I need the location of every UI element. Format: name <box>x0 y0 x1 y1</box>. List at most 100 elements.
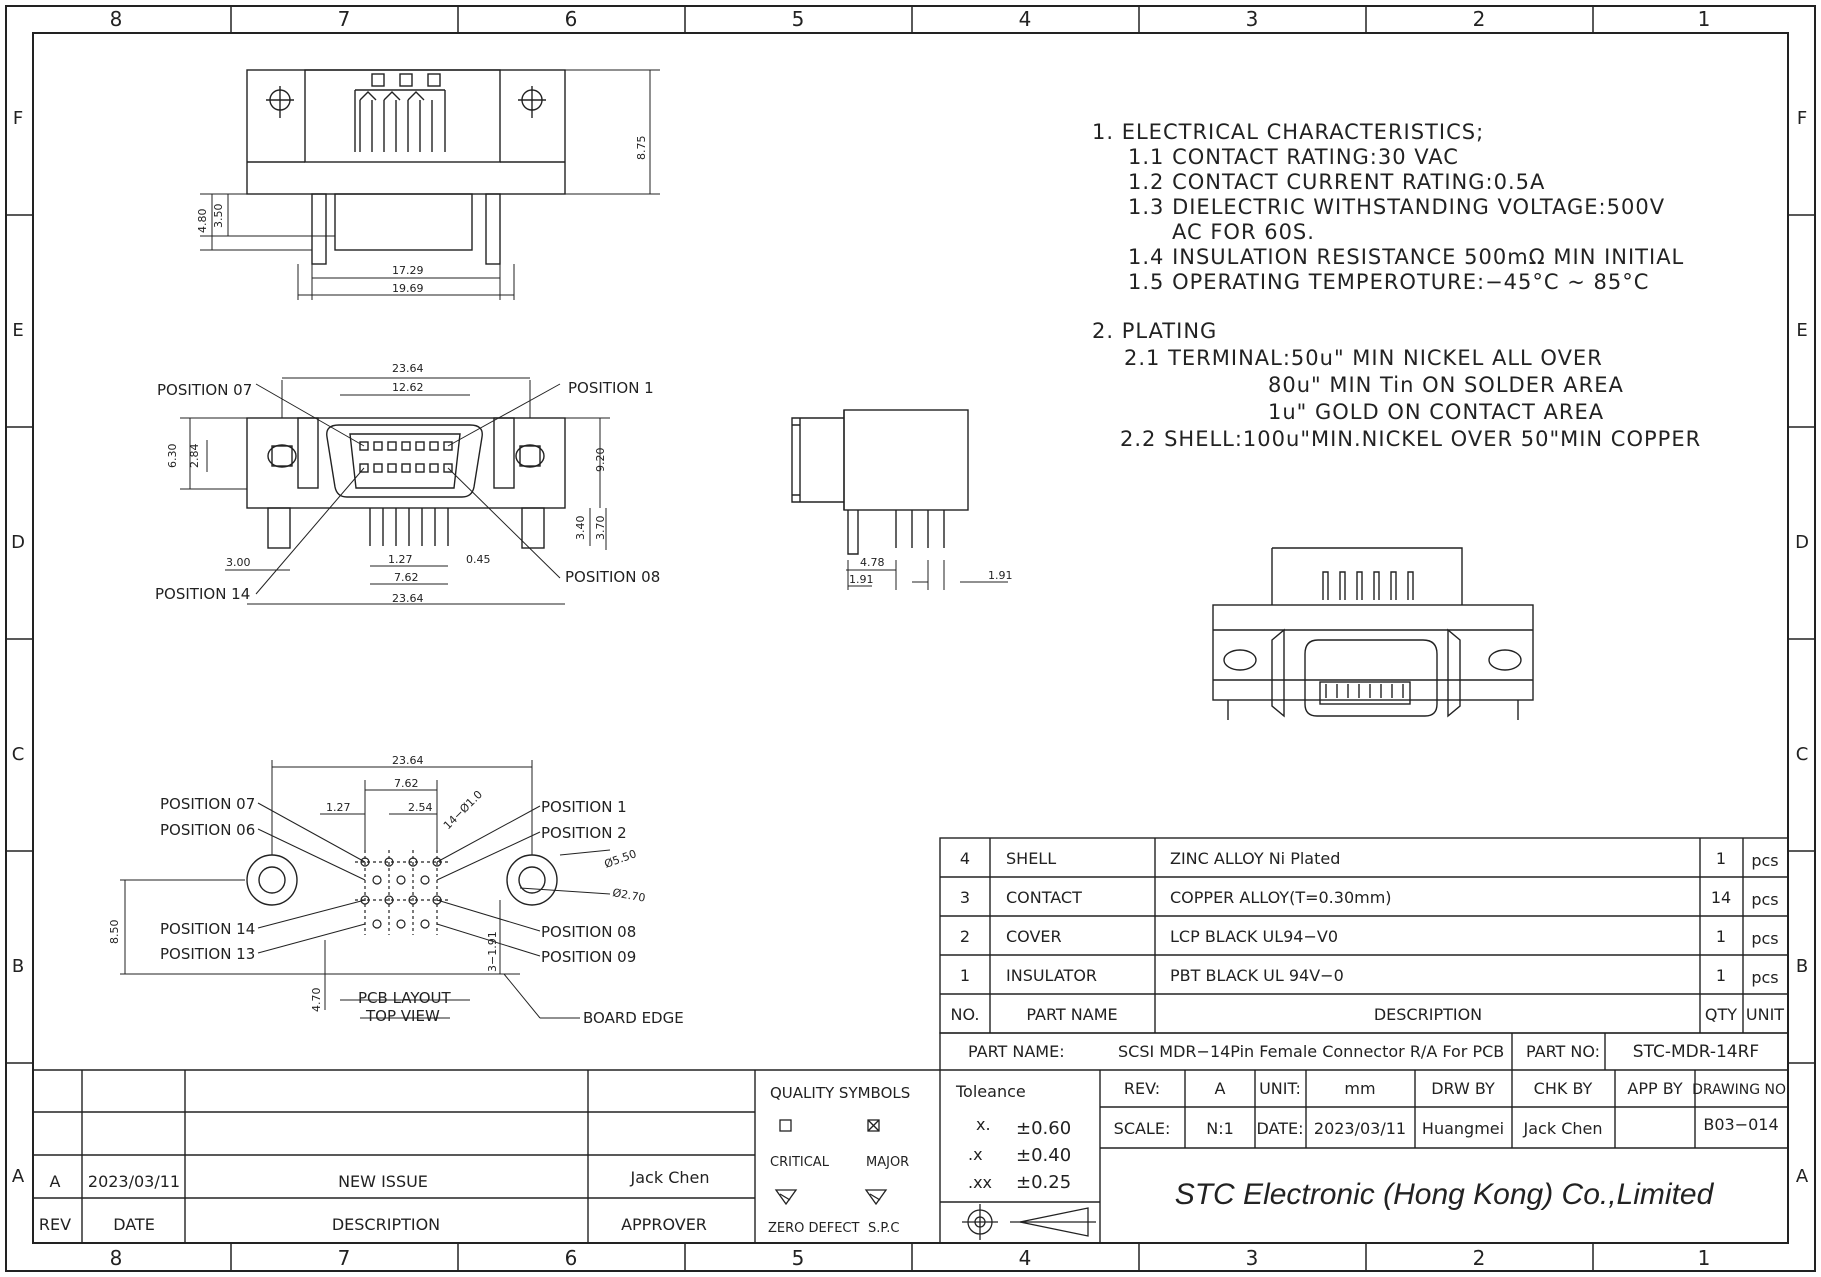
col-label: 4 <box>1019 7 1032 31</box>
column-labels-bottom: 8 7 6 5 4 3 2 1 <box>110 1246 1711 1270</box>
bom-desc: ZINC ALLOY Ni Plated <box>1170 849 1340 868</box>
bom-part: SHELL <box>1006 849 1056 868</box>
col-label: 1 <box>1698 1246 1711 1270</box>
dim-label: 3.70 <box>594 516 607 541</box>
note-line: 2.2 SHELL:100u"MIN.NICKEL OVER 50"MIN CO… <box>1120 427 1701 451</box>
dim-label: 1.91 <box>988 569 1013 582</box>
bom-qty: 14 <box>1711 888 1731 907</box>
bom-unit: pcs <box>1751 929 1778 948</box>
dim-label: 3.50 <box>212 204 225 229</box>
row-label: A <box>1796 1166 1809 1187</box>
tolerance-label: Toleance <box>955 1082 1026 1101</box>
revision-grid <box>33 1069 940 1243</box>
bom-header-desc: DESCRIPTION <box>1374 1005 1482 1024</box>
bom-part: CONTACT <box>1006 888 1082 907</box>
spc-label: S.P.C <box>868 1221 899 1236</box>
revision-desc: NEW ISSUE <box>338 1172 428 1191</box>
bom-desc: PBT BLACK UL 94V−0 <box>1170 966 1344 985</box>
col-label: 6 <box>565 1246 578 1270</box>
date-value: 2023/03/11 <box>1314 1119 1406 1138</box>
dim-label: 2.84 <box>188 444 201 469</box>
row-labels-right: F E D C B A <box>1795 108 1809 1187</box>
position-label: POSITION 06 <box>160 821 255 839</box>
position-label: POSITION 07 <box>157 381 252 399</box>
zero-defect-label: ZERO DEFECT <box>768 1221 860 1236</box>
bom-qty: 1 <box>1716 927 1726 946</box>
drw-by-label: DRW BY <box>1431 1079 1495 1098</box>
revision-rev: A <box>50 1172 61 1191</box>
dim-label: 6.30 <box>166 444 179 469</box>
revision-header-approver: APPROVER <box>621 1215 707 1234</box>
bom-no: 3 <box>960 888 970 907</box>
position-label: POSITION 1 <box>541 798 627 816</box>
row-label: C <box>1796 744 1809 765</box>
dim-label: 8.50 <box>108 920 121 945</box>
dim-label: 1.91 <box>849 573 874 586</box>
note-line: 2.1 TERMINAL:50u" MIN NICKEL ALL OVER <box>1124 346 1603 370</box>
dim-label: 3.00 <box>226 556 251 569</box>
pcb-layout <box>120 760 611 1019</box>
scale-value: N:1 <box>1206 1119 1234 1138</box>
bom-unit: pcs <box>1751 851 1778 870</box>
projection-symbol-icon <box>962 1204 1096 1240</box>
position-label: POSITION 08 <box>541 923 636 941</box>
position-label: POSITION 1 <box>568 379 654 397</box>
row-label: B <box>12 956 24 977</box>
col-label: 5 <box>792 1246 805 1270</box>
part-no-label: PART NO: <box>1526 1042 1600 1061</box>
chk-by-value: Jack Chen <box>1523 1119 1603 1138</box>
title-block-grid <box>939 1032 1789 1244</box>
bom-header-qty: QTY <box>1705 1005 1737 1024</box>
pcb-title: PCB LAYOUT <box>358 989 452 1007</box>
bom-header-no: NO. <box>951 1005 980 1024</box>
rev-label: REV: <box>1124 1079 1160 1098</box>
position-label: POSITION 08 <box>565 568 660 586</box>
revision-header-rev: REV <box>39 1215 71 1234</box>
front-view <box>180 377 610 605</box>
bom-no: 1 <box>960 966 970 985</box>
tol-key: .xx <box>968 1173 992 1192</box>
dim-label: Ø2.70 <box>611 886 646 905</box>
bom-part: COVER <box>1006 927 1062 946</box>
title-block-text: PART NAME: SCSI MDR−14Pin Female Connect… <box>955 1042 1790 1211</box>
dim-label: 1.27 <box>326 801 351 814</box>
dim-label: 4.78 <box>860 556 885 569</box>
side-view-dims: 4.78 1.91 1.91 <box>849 556 1013 586</box>
row-label: A <box>12 1166 25 1187</box>
side-view <box>791 409 1008 590</box>
note-line: 80u" MIN Tin ON SOLDER AREA <box>1268 373 1624 397</box>
row-label: B <box>1796 956 1808 977</box>
note-line: 1.2 CONTACT CURRENT RATING:0.5A <box>1128 170 1545 194</box>
revision-date: 2023/03/11 <box>88 1172 180 1191</box>
dim-label: 3−1.91 <box>486 931 499 972</box>
dim-label: 9.20 <box>594 448 607 473</box>
pcb-dims: 23.64 7.62 1.27 2.54 14−Ø1.0 Ø5.50 Ø2.70… <box>108 754 646 1012</box>
bom-table <box>939 837 1789 1034</box>
date-label: DATE: <box>1256 1119 1303 1138</box>
dim-label: 7.62 <box>394 777 419 790</box>
col-label: 8 <box>110 1246 123 1270</box>
position-label: POSITION 14 <box>155 585 250 603</box>
tol-value: ±0.40 <box>1016 1145 1071 1166</box>
dim-label: 1.27 <box>388 553 413 566</box>
revision-header-date: DATE <box>113 1215 155 1234</box>
col-label: 3 <box>1246 1246 1259 1270</box>
bom-header-unit: UNIT <box>1746 1005 1784 1024</box>
col-label: 7 <box>338 1246 351 1270</box>
note-line: 1. ELECTRICAL CHARACTERISTICS; <box>1092 120 1484 144</box>
col-label: 7 <box>338 7 351 31</box>
drw-by-value: Huangmei <box>1422 1119 1504 1138</box>
position-label: POSITION 14 <box>160 920 255 938</box>
critical-label: CRITICAL <box>770 1155 830 1170</box>
col-label: 6 <box>565 7 578 31</box>
col-label: 5 <box>792 7 805 31</box>
top-view-dims: 8.75 4.80 3.50 17.29 19.69 <box>196 136 648 296</box>
front-render <box>1212 547 1534 720</box>
dim-label: 8.75 <box>635 136 648 161</box>
sheet-frame <box>5 5 1816 1272</box>
row-labels-left: F E D C B A <box>11 108 25 1187</box>
col-label: 8 <box>110 7 123 31</box>
board-edge-label: BOARD EDGE <box>583 1009 684 1027</box>
bom-rows: 4 SHELL ZINC ALLOY Ni Plated 1 pcs 3 CON… <box>951 849 1785 1024</box>
bom-desc: COPPER ALLOY(T=0.30mm) <box>1170 888 1392 907</box>
